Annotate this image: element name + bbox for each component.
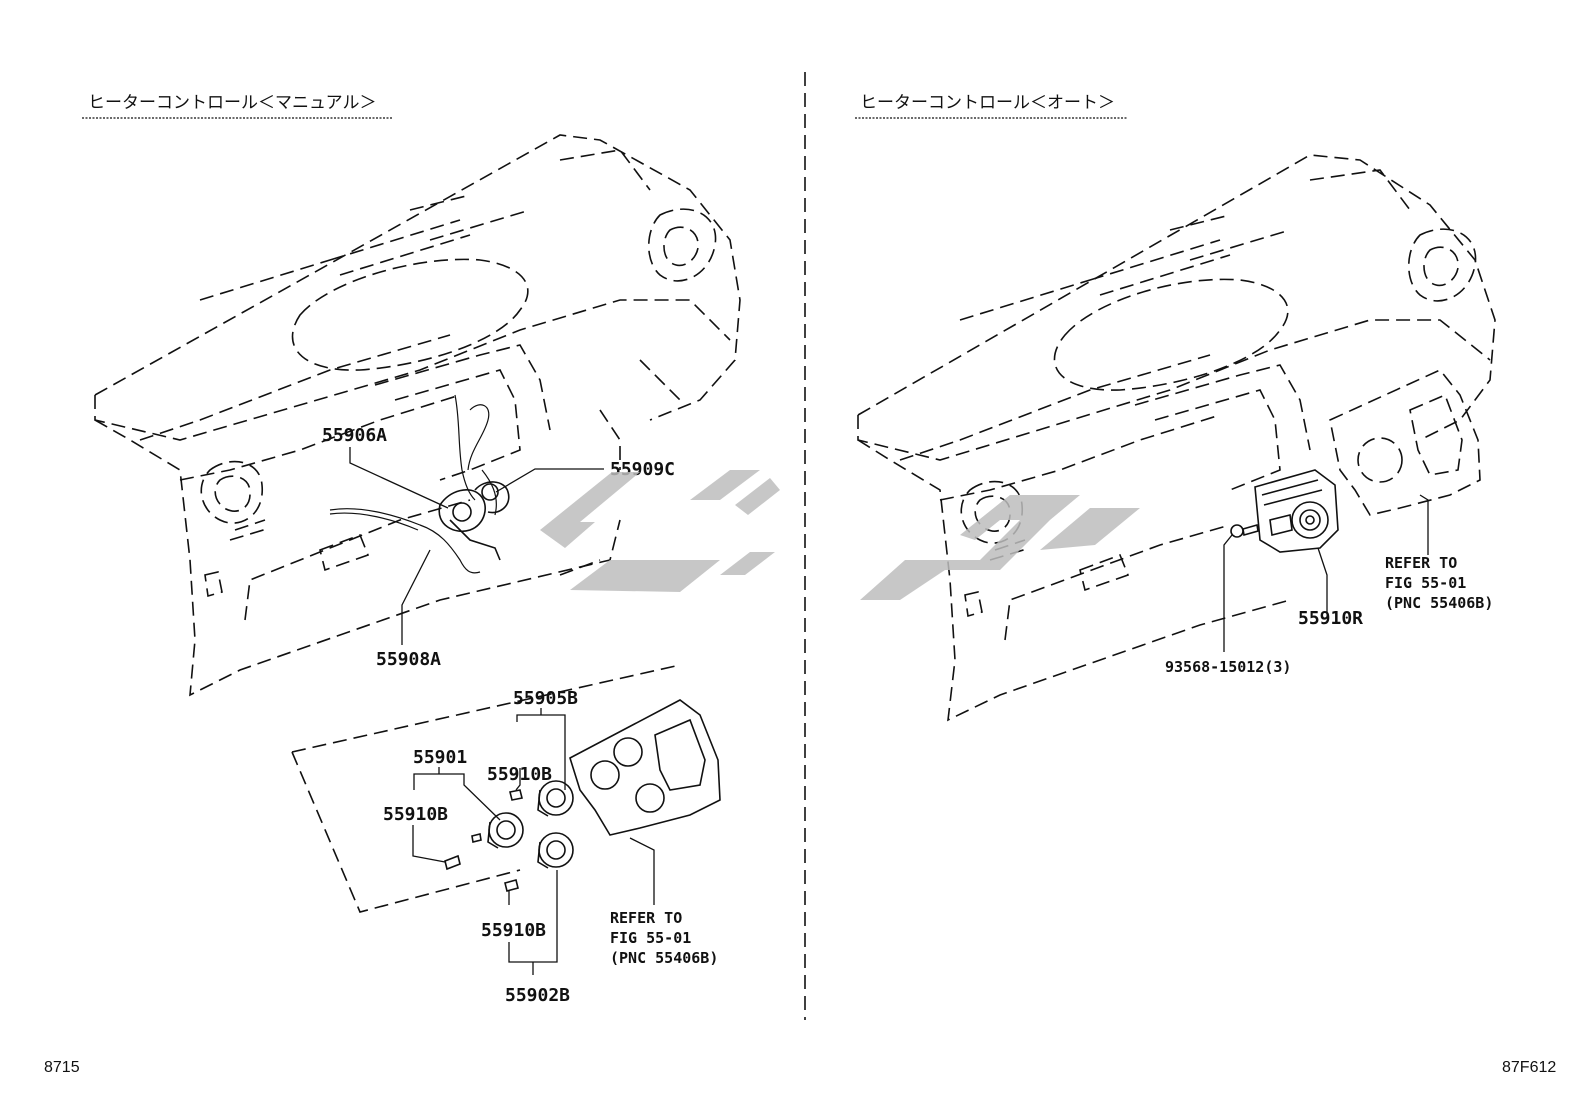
knob-55905B xyxy=(537,780,574,817)
manual-heater-control-assembly xyxy=(329,394,510,574)
right-leader-lines xyxy=(1223,494,1429,652)
left-refer-line2: FIG 55-01 xyxy=(610,929,691,947)
manual-detail-enclosure xyxy=(291,664,681,913)
right-section-header: ヒーターコントロール＜オート＞ xyxy=(855,93,1128,119)
right-refer-line3: (PNC 55406B) xyxy=(1385,594,1493,612)
right-refer-line2: FIG 55-01 xyxy=(1385,574,1466,592)
callout-55908A: 55908A xyxy=(376,649,441,670)
left-refer-line3: (PNC 55406B) xyxy=(610,949,718,967)
left-dashboard-outline xyxy=(94,134,741,697)
right-refer-line1: REFER TO xyxy=(1385,554,1457,572)
pins-55910B xyxy=(444,789,523,892)
right-dashboard-outline xyxy=(857,154,1496,722)
callout-55905B: 55905B xyxy=(513,688,578,709)
callout-55901: 55901 xyxy=(413,747,467,768)
watermark-logo xyxy=(540,470,1140,600)
manual-control-bezel xyxy=(569,699,721,836)
left-leader-lines xyxy=(349,447,604,645)
detail-leader-lines xyxy=(412,708,655,975)
callout-55910B-top: 55910B xyxy=(487,764,552,785)
callout-55910B-bottom: 55910B xyxy=(481,920,546,941)
auto-control-bezel xyxy=(1329,369,1481,516)
callout-55902B: 55902B xyxy=(505,985,570,1006)
left-refer-note: REFER TO FIG 55-01 (PNC 55406B) xyxy=(610,909,718,967)
callout-93568-15012: 93568-15012(3) xyxy=(1165,658,1291,676)
callout-55906A: 55906A xyxy=(322,425,387,446)
right-section-title: ヒーターコントロール＜オート＞ xyxy=(860,93,1115,113)
auto-heater-control-unit xyxy=(1254,469,1339,553)
callout-55910R: 55910R xyxy=(1298,608,1363,629)
footer-left-code: 8715 xyxy=(44,1059,80,1076)
footer-right-code: 87F612 xyxy=(1502,1059,1556,1076)
screw-93568 xyxy=(1230,523,1259,538)
knob-55902B xyxy=(537,832,574,869)
callout-55910B-left: 55910B xyxy=(383,804,448,825)
knob-55901 xyxy=(487,812,524,849)
right-refer-note: REFER TO FIG 55-01 (PNC 55406B) xyxy=(1385,554,1493,612)
left-section-title: ヒーターコントロール＜マニュアル＞ xyxy=(88,93,377,113)
left-section-header: ヒーターコントロール＜マニュアル＞ xyxy=(82,93,392,119)
left-refer-line1: REFER TO xyxy=(610,909,682,927)
